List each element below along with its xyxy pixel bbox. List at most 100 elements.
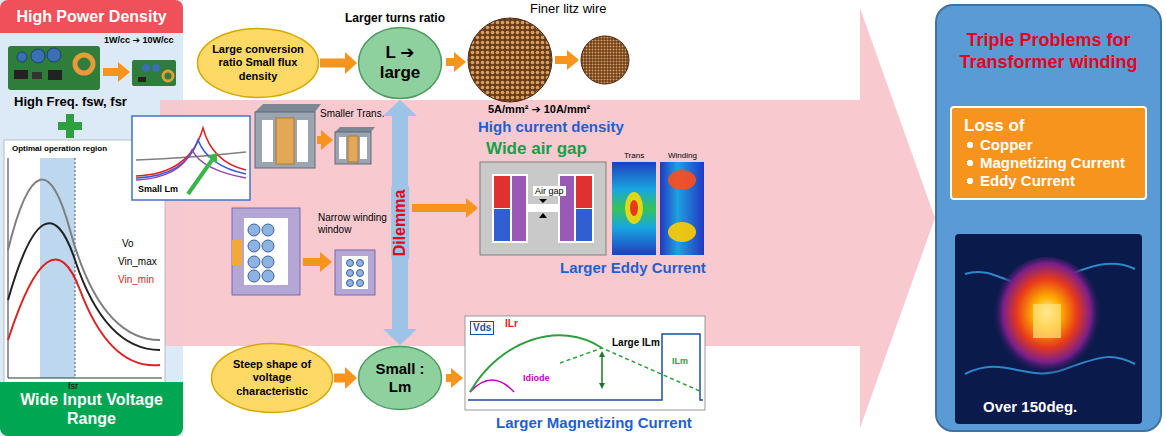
pcb-large — [48, 70, 62, 80]
effect-ellipse: Small : Lm — [357, 345, 443, 411]
transformer-small — [339, 137, 346, 159]
problem-caption: High current density — [478, 118, 624, 135]
litz-wire-large — [468, 18, 552, 102]
transformer-large — [297, 120, 308, 162]
pcb-large — [8, 46, 100, 90]
density-note: 5A/mm² ➔ 10A/mm² — [488, 103, 590, 116]
winding-window-large — [248, 270, 260, 282]
signal-name: Large ILm — [612, 337, 660, 349]
node-text: High Power Density — [4, 7, 179, 26]
ellipse-shape — [359, 28, 442, 99]
gain-inset — [136, 140, 246, 178]
part-label: Trans — [624, 151, 644, 160]
left-panel-ground — [0, 0, 183, 436]
shrink-arrow — [303, 258, 320, 266]
node-text: Triple Problems for Transformer winding — [947, 30, 1150, 73]
pcb-small — [163, 71, 173, 81]
node-text: Copper — [964, 136, 1133, 154]
header-band: High Power Density — [0, 0, 183, 33]
flow-arrow — [412, 204, 466, 212]
gain-chart — [8, 158, 9, 378]
pcb-small — [132, 60, 176, 86]
waveform-plot — [465, 316, 705, 410]
pcb-large — [32, 72, 42, 79]
air-gap-core — [480, 162, 606, 255]
node-text: Small : Lm — [367, 360, 433, 396]
node-text: Wide Input Voltage Range — [4, 390, 179, 428]
loss-box: Loss ofCopperMagnetizing CurrentEddy Cur… — [950, 106, 1147, 200]
winding-window-small — [357, 260, 364, 267]
connector-arrow — [320, 59, 345, 68]
left-panel-ground — [0, 0, 183, 436]
ellipse-shape — [212, 344, 333, 413]
curve-label: Vin_min — [118, 274, 154, 286]
air-gap-core — [492, 174, 528, 243]
pcb-small — [138, 77, 146, 82]
pcb-small — [142, 64, 150, 72]
transformer-large — [276, 118, 294, 164]
winding-window-large — [248, 256, 260, 268]
thermal-photo — [955, 234, 1142, 424]
air-gap-core — [494, 176, 510, 208]
winding-window-large — [262, 240, 274, 252]
transformer-large — [255, 104, 321, 168]
pink-flow-band — [160, 8, 935, 428]
waveform-plot — [465, 316, 705, 410]
gain-inset — [136, 150, 246, 180]
field-plot — [625, 192, 643, 224]
summary-panel: Triple Problems for Transformer windingL… — [935, 4, 1162, 432]
part-label: Winding — [668, 151, 697, 160]
problem-heading: Wide air gap — [486, 139, 587, 159]
density-note: 1W/cc ➔ 10W/cc — [104, 35, 174, 45]
node-text: Loss of — [964, 116, 1133, 136]
winding-window-small — [335, 250, 375, 295]
node-text: L ➔ large — [367, 43, 433, 84]
waveform-plot — [560, 348, 702, 392]
litz-wire-small — [581, 36, 629, 84]
cause-ellipse: Large conversion ratio Small flux densit… — [196, 27, 320, 99]
pcb-large — [47, 48, 61, 62]
frequency-label: High Freq. fsw, fsr — [14, 95, 127, 110]
field-plot — [612, 162, 704, 255]
waveform-plot — [468, 334, 703, 400]
litz-wire-large — [468, 18, 552, 102]
air-gap-core — [494, 209, 510, 241]
gain-inset — [132, 116, 250, 200]
shrink-arrow — [103, 68, 118, 76]
image-caption: Smaller Trans. — [320, 108, 384, 120]
image-caption: Finer litz wire — [530, 2, 607, 17]
ellipse-shape — [359, 347, 442, 410]
transformer-small — [335, 127, 375, 132]
winding-window-large — [262, 256, 274, 268]
air-gap-core — [576, 209, 592, 241]
pcb-large — [31, 49, 45, 63]
pcb-large — [75, 55, 93, 73]
transformer-small — [348, 136, 358, 162]
axis-label: fsr — [68, 381, 78, 391]
edge-label: Dilemma — [391, 186, 409, 259]
gain-chart — [8, 378, 162, 379]
air-gap-core — [480, 162, 606, 255]
shrink-arrow — [317, 136, 321, 144]
temperature-note: Over 150deg. — [983, 398, 1077, 415]
curve-label: Vo — [122, 238, 134, 250]
signal-name: Idiode — [523, 373, 550, 383]
effect-ellipse: L ➔ large — [357, 26, 443, 100]
signal-name: ILr — [505, 318, 518, 330]
air-gap-core — [539, 199, 547, 203]
transformer-large — [262, 120, 273, 162]
flow-arrow — [446, 58, 454, 66]
thermal-photo — [992, 257, 1102, 381]
winding-window-large — [262, 270, 274, 282]
pcb-small — [132, 60, 176, 86]
air-gap-core — [576, 176, 592, 208]
transformer-small — [335, 132, 371, 164]
transformer-small — [335, 127, 375, 164]
waveform-plot — [601, 357, 603, 383]
image-caption: Narrow winding window — [318, 212, 388, 235]
node-text: Magnetizing Current — [964, 154, 1133, 172]
field-plot — [668, 222, 696, 242]
pcb-large — [14, 70, 28, 79]
winding-window-large — [248, 240, 260, 252]
